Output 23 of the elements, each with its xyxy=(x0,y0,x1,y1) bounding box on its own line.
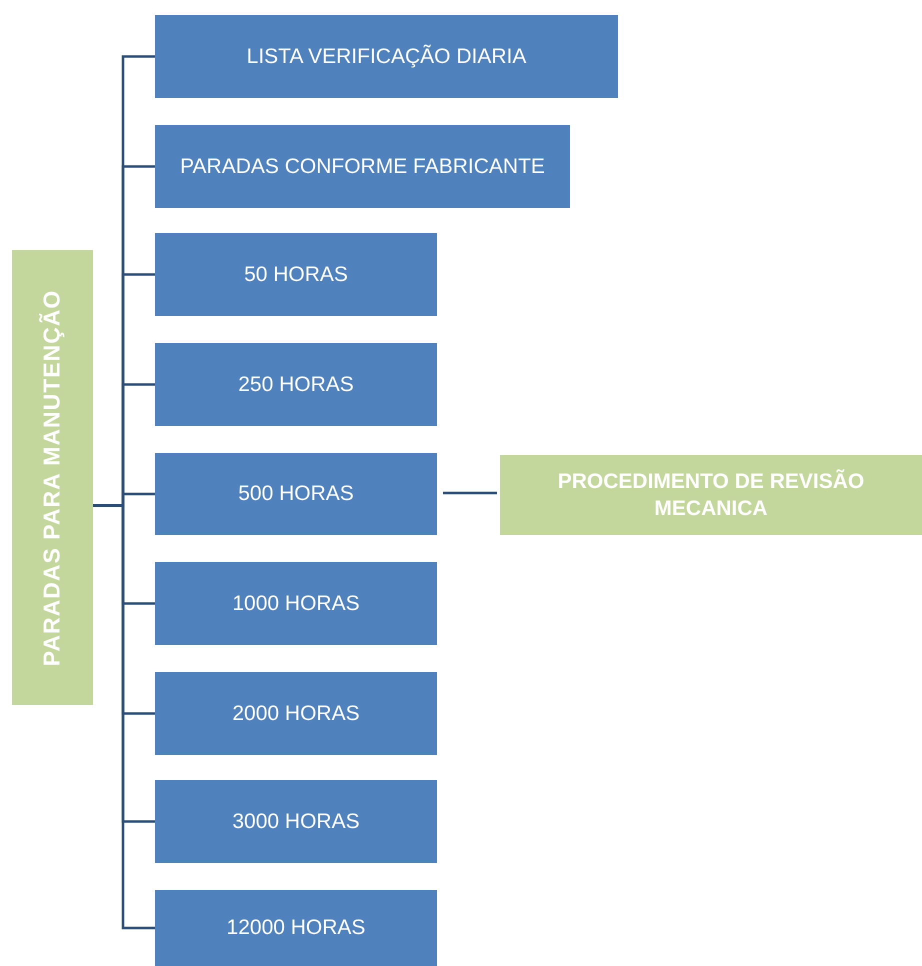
box-label: PARADAS CONFORME FABRICANTE xyxy=(179,154,546,180)
category-box xyxy=(12,250,93,705)
procedure-box xyxy=(500,455,922,535)
box-label: PROCEDIMENTO DE REVISÃO MECANICA xyxy=(556,468,866,522)
box-label: LISTA VERIFICAÇÃO DIARIA xyxy=(246,44,528,70)
box-label: 3000 HORAS xyxy=(231,808,361,835)
process-box xyxy=(155,233,437,316)
box-label: 500 HORAS xyxy=(237,481,355,508)
process-box xyxy=(155,15,618,98)
box-label: 50 HORAS xyxy=(243,262,349,288)
box-label: 1000 HORAS xyxy=(231,590,361,617)
process-box xyxy=(155,343,437,426)
process-box xyxy=(155,125,570,208)
box-label: 2000 HORAS xyxy=(231,700,361,727)
process-box xyxy=(155,780,437,863)
process-box xyxy=(155,562,437,645)
process-box xyxy=(155,453,437,535)
box-label: PARADAS PARA MANUTENÇÃO xyxy=(38,288,66,668)
process-box xyxy=(155,890,437,966)
box-label: 250 HORAS xyxy=(237,372,355,398)
process-box xyxy=(155,672,437,755)
connector-line xyxy=(443,492,497,494)
box-label: 12000 HORAS xyxy=(226,915,366,942)
